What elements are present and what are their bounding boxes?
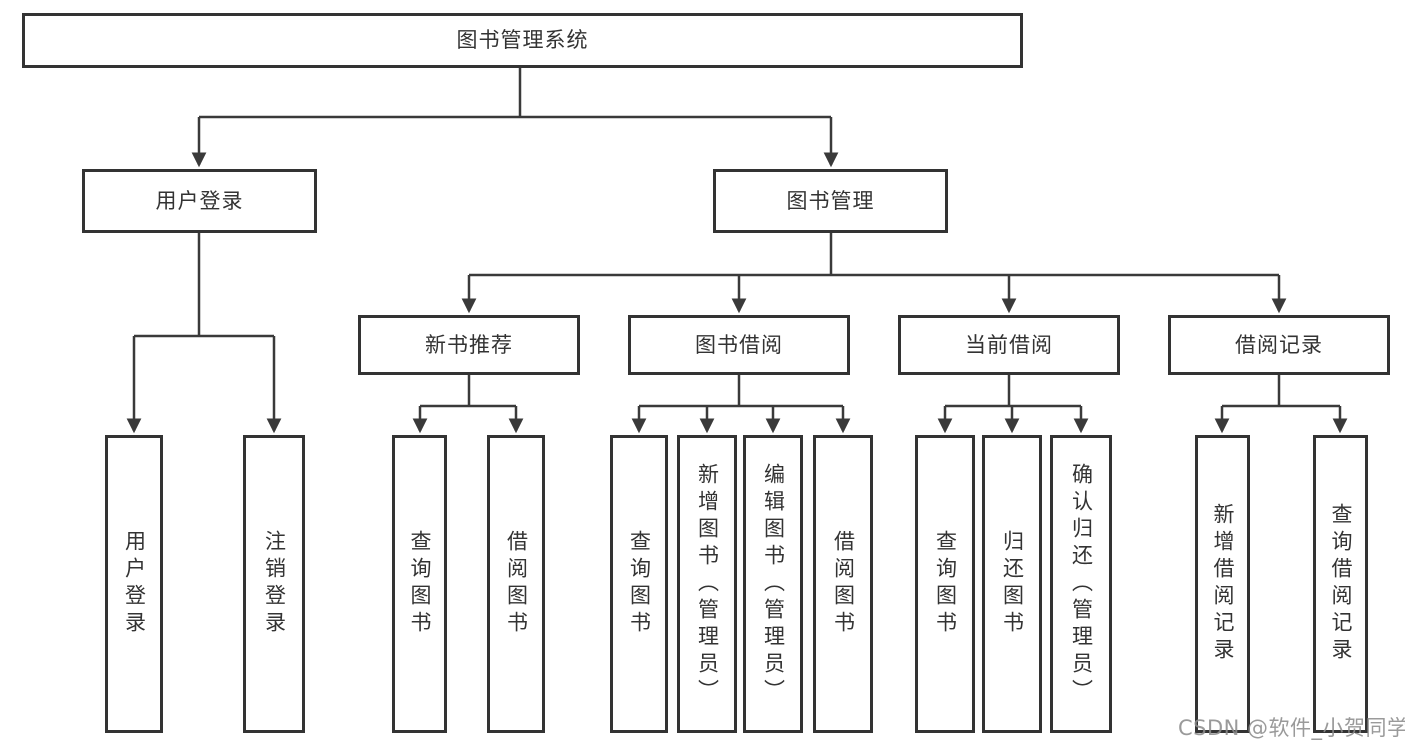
leaf-confirm-return-admin: 确认归还（管理员） xyxy=(1050,435,1112,733)
node-book-borrow: 图书借阅 xyxy=(628,315,850,375)
leaf-query-books-current: 查询图书 xyxy=(915,435,975,733)
node-current-borrow: 当前借阅 xyxy=(898,315,1120,375)
leaf-confirm-return-admin-label: 确认归还（管理员） xyxy=(1069,462,1094,706)
leaf-return-books: 归还图书 xyxy=(982,435,1042,733)
node-borrow-records: 借阅记录 xyxy=(1168,315,1390,375)
leaf-logout-label: 注销登录 xyxy=(262,530,287,638)
leaf-borrow-books-recommend: 借阅图书 xyxy=(487,435,545,733)
leaf-query-borrow-record: 查询借阅记录 xyxy=(1313,435,1368,733)
leaf-borrow-books: 借阅图书 xyxy=(813,435,873,733)
leaf-query-books-borrow: 查询图书 xyxy=(610,435,668,733)
leaf-logout: 注销登录 xyxy=(243,435,305,733)
node-new-book-recommend-label: 新书推荐 xyxy=(425,332,513,357)
node-new-book-recommend: 新书推荐 xyxy=(358,315,580,375)
leaf-user-login-label: 用户登录 xyxy=(122,530,147,638)
leaf-edit-books-admin-label: 编辑图书（管理员） xyxy=(761,462,786,706)
leaf-borrow-books-recommend-label: 借阅图书 xyxy=(504,530,529,638)
node-root-label: 图书管理系统 xyxy=(456,28,589,52)
node-book-borrow-label: 图书借阅 xyxy=(695,332,783,357)
node-user-login: 用户登录 xyxy=(82,169,317,233)
leaf-return-books-label: 归还图书 xyxy=(1000,530,1025,638)
csdn-watermark: CSDN @软件_小贺同学 xyxy=(1178,716,1405,740)
leaf-query-borrow-record-label: 查询借阅记录 xyxy=(1329,503,1353,665)
leaf-add-borrow-record-label: 新增借阅记录 xyxy=(1211,503,1235,665)
node-borrow-records-label: 借阅记录 xyxy=(1235,332,1323,357)
node-root-system: 图书管理系统 xyxy=(22,13,1023,68)
leaf-edit-books-admin: 编辑图书（管理员） xyxy=(743,435,803,733)
leaf-query-books-recommend-label: 查询图书 xyxy=(408,530,432,638)
node-current-borrow-label: 当前借阅 xyxy=(965,332,1053,357)
leaf-user-login: 用户登录 xyxy=(105,435,163,733)
leaf-query-books-borrow-label: 查询图书 xyxy=(627,530,652,638)
leaf-add-books-admin: 新增图书（管理员） xyxy=(677,435,737,733)
leaf-borrow-books-label: 借阅图书 xyxy=(831,530,856,638)
leaf-add-books-admin-label: 新增图书（管理员） xyxy=(695,462,720,706)
node-book-management: 图书管理 xyxy=(713,169,948,233)
leaf-query-books-current-label: 查询图书 xyxy=(933,530,958,638)
node-book-management-label: 图书管理 xyxy=(786,188,875,213)
node-user-login-label: 用户登录 xyxy=(155,188,244,213)
leaf-add-borrow-record: 新增借阅记录 xyxy=(1195,435,1250,733)
leaf-query-books-recommend: 查询图书 xyxy=(392,435,447,733)
